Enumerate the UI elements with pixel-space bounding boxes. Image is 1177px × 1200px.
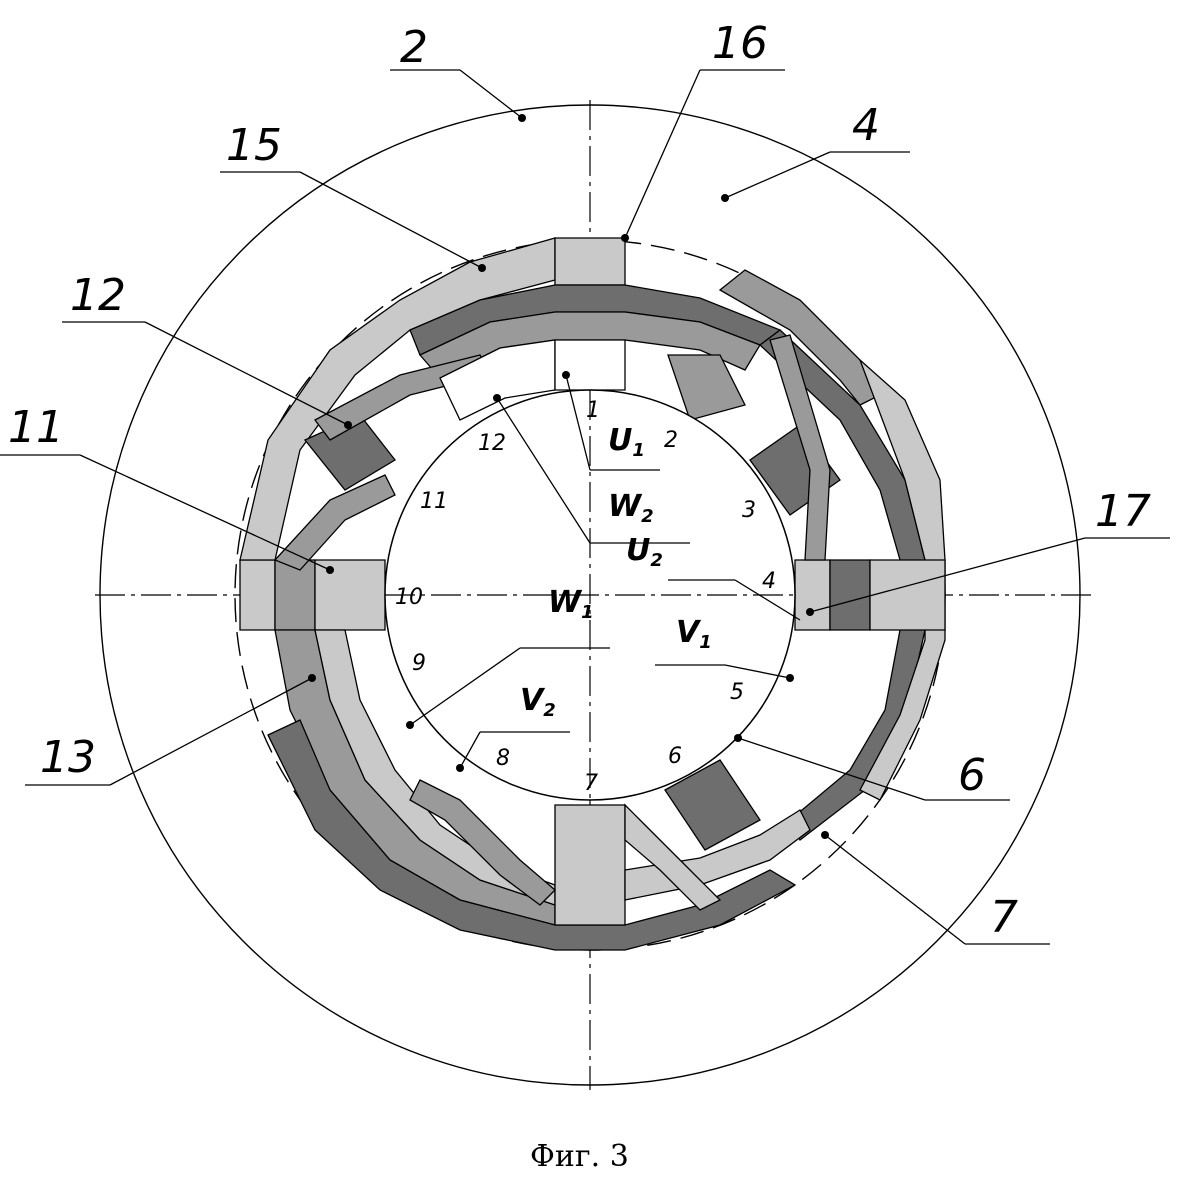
terminal-block-right-dark: [829, 559, 871, 631]
slot-marker-u1: [562, 371, 570, 379]
callout-15-leader: [299, 171, 483, 269]
slot-number-11: 11: [420, 489, 448, 514]
callout-6-dot: [734, 734, 742, 742]
phase-label-v1: V1: [676, 615, 712, 653]
phase-labels: U1 W2 U2 W1 V1 V2: [480, 423, 735, 733]
callout-6-leader: [737, 737, 926, 801]
slot-number-2: 2: [664, 428, 678, 453]
slot-marker-v1: [786, 674, 794, 682]
callout-4-leader: [724, 151, 831, 199]
callout-4: 4: [852, 100, 880, 151]
coil-strap-left-diagonal: [273, 474, 396, 571]
callout-16-leader: [624, 69, 701, 239]
slot-number-9: 9: [412, 651, 426, 676]
leader-u2: [496, 397, 591, 544]
terminal-block-right-light: [869, 559, 946, 631]
coil-strap-lower-right: [624, 803, 722, 911]
tooth-slot-top: [554, 339, 626, 391]
callout-7: 7: [990, 892, 1018, 943]
slot-number-4: 4: [762, 569, 776, 594]
coil-block-mid-upper: [667, 354, 746, 421]
leader-v2: [459, 731, 481, 769]
slot-number-6: 6: [668, 744, 682, 769]
leader-v1-lower: [724, 664, 791, 679]
callout-13-dot: [308, 674, 316, 682]
phase-label-u1: U1: [608, 423, 645, 461]
callout-7-leader: [824, 834, 966, 945]
callout-11-leader: [79, 454, 331, 571]
phase-label-v2: V2: [520, 683, 556, 721]
callout-16: 16: [712, 18, 768, 69]
phase-label-u2: U2: [626, 533, 663, 571]
leader-u1: [565, 374, 591, 471]
slot-marker-u2: [493, 394, 501, 402]
terminal-block-top: [554, 237, 626, 286]
terminal-block-left-light: [314, 559, 386, 631]
callout-4-dot: [721, 194, 729, 202]
leader-v1-upper: [734, 579, 801, 621]
coil-strap-right-crossing: [769, 334, 831, 561]
coil-band-dark-lower: [267, 719, 797, 951]
callout-7-dot: [821, 831, 829, 839]
coil-strap-lower-left: [409, 779, 556, 906]
callout-2-dot: [518, 114, 526, 122]
callout-6: 6: [958, 750, 986, 801]
callout-12: 12: [70, 270, 126, 321]
slot-number-8: 8: [496, 746, 510, 771]
callouts: 2 16 4 15 12 11 17 13: [0, 18, 1170, 945]
terminal-block-left-dark: [274, 559, 316, 631]
figure-caption: Фиг. 3: [530, 1139, 629, 1174]
leader-w1: [409, 647, 521, 726]
callout-2-leader: [459, 69, 523, 119]
slot-numbers: 1 2 3 4 5 6 7 8 9 10 11 12: [395, 398, 776, 796]
callout-12-leader: [144, 321, 349, 426]
slot-marker-v2: [456, 764, 464, 772]
callout-11: 11: [8, 402, 64, 453]
slot-marker-w1: [406, 721, 414, 729]
slot-number-7: 7: [584, 771, 598, 796]
phase-label-w1: W1: [548, 585, 594, 623]
callout-17: 17: [1095, 486, 1151, 537]
callout-16-dot: [621, 234, 629, 242]
slot-number-10: 10: [395, 585, 423, 610]
callout-15: 15: [226, 120, 282, 171]
slot-number-5: 5: [730, 680, 744, 705]
callout-13-leader: [109, 677, 313, 786]
winding-ring: [239, 237, 946, 951]
bore-leaders: [326, 371, 801, 772]
coil-block-dark-lower-right: [664, 759, 761, 851]
phase-label-w2: W2: [608, 489, 654, 527]
callout-2: 2: [400, 22, 428, 73]
coil-band-light-upper: [239, 559, 276, 631]
callout-17-dot: [806, 608, 814, 616]
callout-15-dot: [478, 264, 486, 272]
slot-number-3: 3: [742, 498, 756, 523]
callout-12-dot: [344, 421, 352, 429]
terminal-block-bottom: [554, 804, 626, 926]
slot-number-12: 12: [478, 431, 506, 456]
callout-13: 13: [40, 732, 96, 783]
slot-number-1: 1: [586, 398, 600, 423]
callout-17-leader: [809, 537, 1086, 613]
